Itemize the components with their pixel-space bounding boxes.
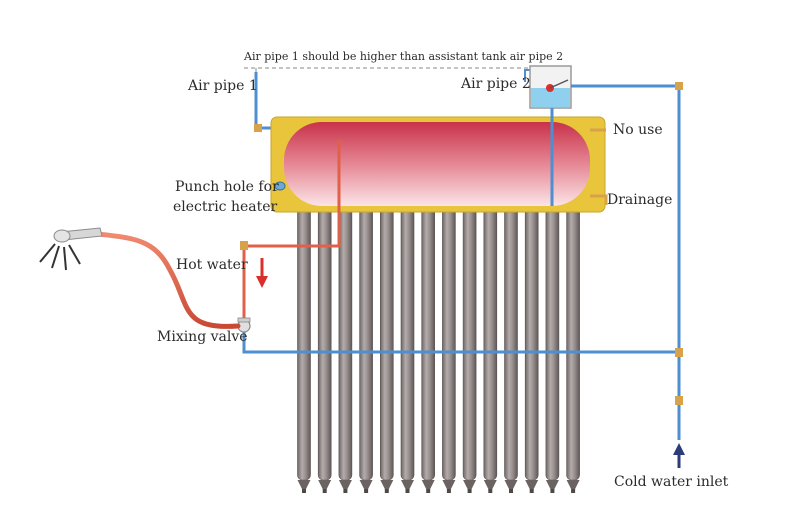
air-pipe-1-label: Air pipe 1: [187, 78, 258, 94]
drainage-label: Drainage: [607, 192, 672, 208]
shower-head-icon: [39, 227, 103, 271]
air-pipe-1-fitting: [254, 124, 262, 132]
vacuum-tube: [442, 205, 456, 493]
vacuum-tube: [462, 205, 477, 493]
vacuum-tube: [359, 205, 373, 493]
punch-hole-label-line2: electric heater: [173, 199, 278, 215]
hot-water-inner-pipe: [242, 140, 341, 322]
vacuum-tubes: [297, 205, 580, 493]
mixing-valve-label: Mixing valve: [157, 329, 248, 345]
cold-water-branch-pipe: [242, 330, 679, 354]
drainage-pipe: [590, 194, 608, 205]
cold-water-inlet-label: Cold water inlet: [614, 474, 729, 490]
vacuum-tube: [566, 205, 580, 493]
float-arm: [549, 79, 569, 89]
vacuum-tube: [297, 205, 311, 493]
top-right-fitting: [675, 82, 683, 90]
no-use-label: No use: [613, 122, 663, 138]
shower-hose: [95, 231, 241, 329]
hot-pipe-fitting: [240, 241, 248, 250]
cold-water-arrow: [673, 443, 685, 468]
vacuum-tube: [421, 205, 436, 493]
inlet-fitting: [675, 396, 683, 405]
hot-water-arrow: [256, 258, 268, 288]
branch-fitting: [675, 348, 683, 357]
note-text: Air pipe 1 should be higher than assista…: [243, 50, 563, 63]
vacuum-tube: [400, 205, 415, 493]
vacuum-tube: [483, 205, 498, 493]
vacuum-tube: [524, 205, 539, 493]
vacuum-tube: [338, 205, 353, 493]
vacuum-tube: [379, 205, 394, 493]
assistant-tank-water: [531, 88, 570, 107]
punch-hole-label-line1: Punch hole for: [175, 179, 279, 195]
vacuum-tube: [504, 205, 518, 493]
water-tank: [284, 122, 590, 206]
punch-hole-fitting: [274, 181, 286, 191]
vacuum-tube: [317, 205, 332, 493]
vacuum-tube: [545, 205, 560, 493]
air-pipe-2-label: Air pipe 2: [460, 76, 531, 92]
hot-water-label: Hot water: [176, 257, 248, 273]
